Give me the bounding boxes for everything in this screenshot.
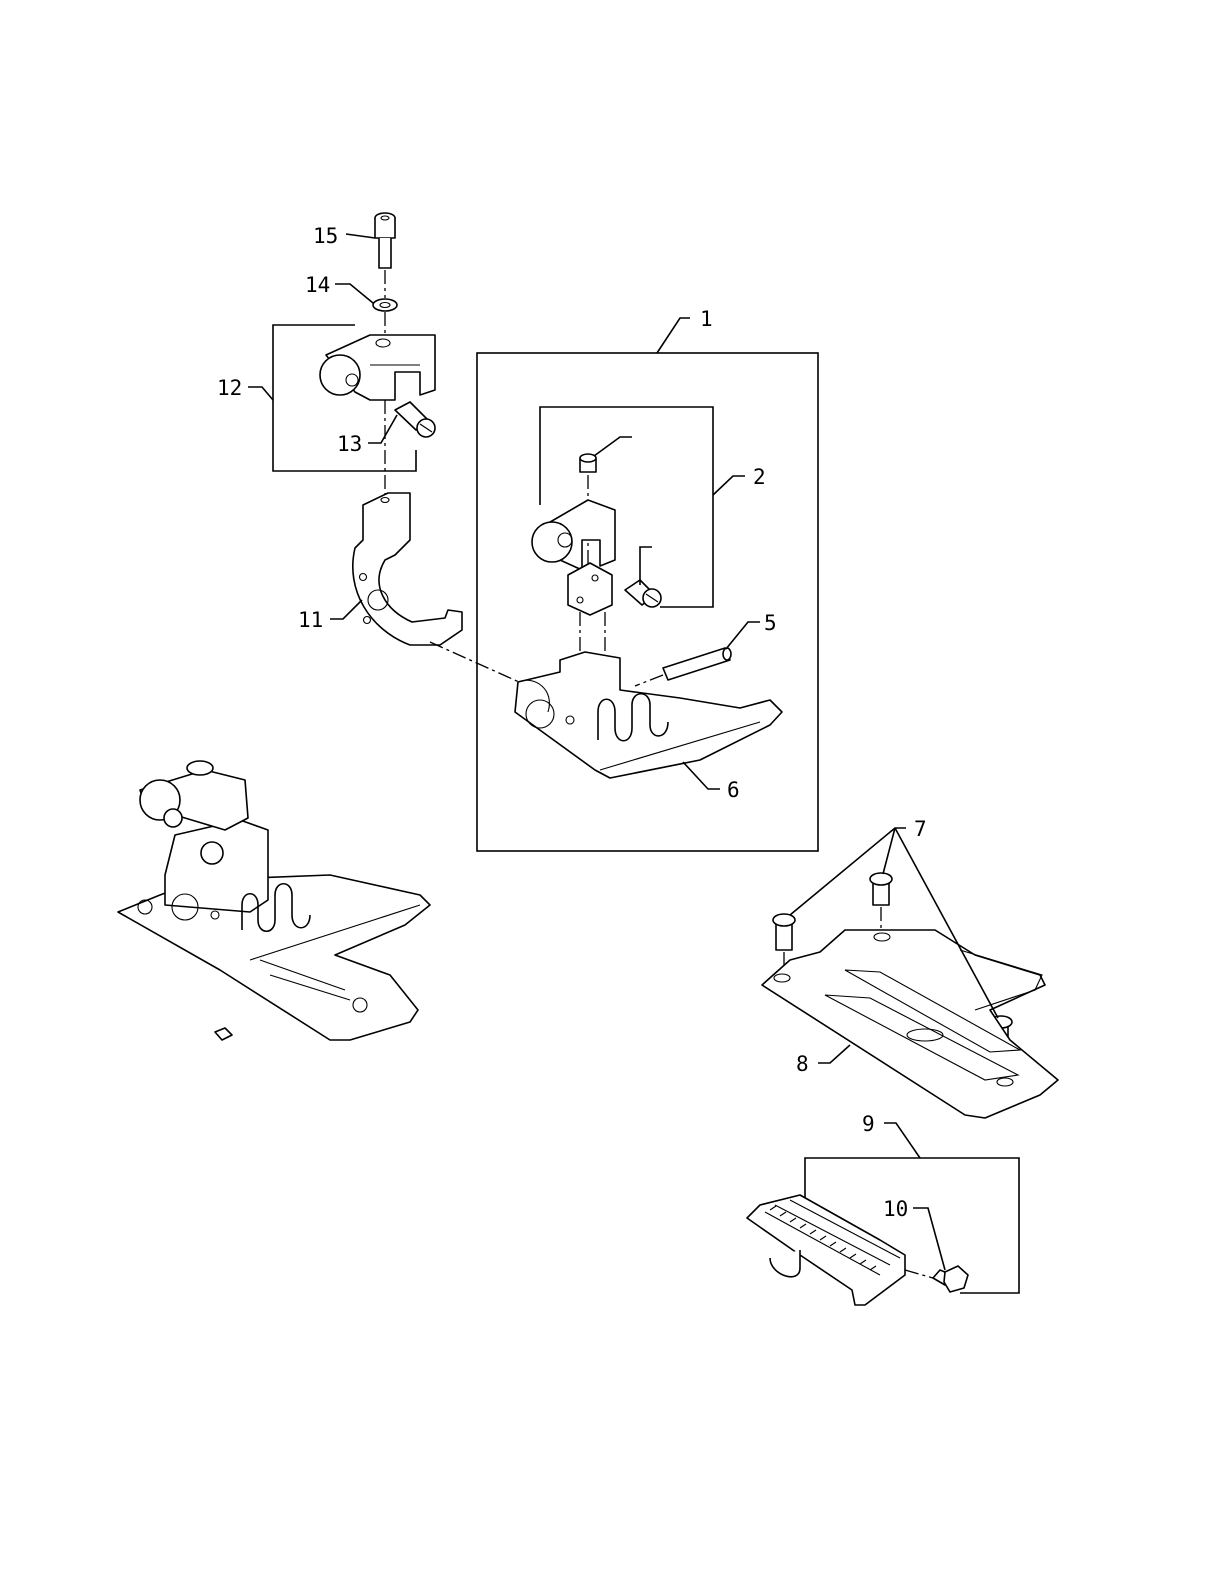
assembled-presser-foot xyxy=(118,761,430,1040)
part-11-presser-bar xyxy=(353,493,462,645)
part-6-presser-foot xyxy=(515,652,782,778)
callout-9: 9 xyxy=(862,1112,875,1136)
callout-7: 7 xyxy=(914,817,927,841)
callout-15: 15 xyxy=(313,224,338,248)
part-15-socket-screw xyxy=(375,213,395,268)
callout-10: 10 xyxy=(883,1197,908,1221)
part-14-washer xyxy=(373,299,397,311)
part-5-pin xyxy=(663,648,731,680)
callout-14: 14 xyxy=(305,273,330,297)
callout-13: 13 xyxy=(337,432,362,456)
part-10-screw xyxy=(933,1266,968,1292)
part-13-screw xyxy=(395,402,435,437)
callout-12: 12 xyxy=(217,376,242,400)
part-8-throat-plate xyxy=(762,930,1058,1118)
callout-8: 8 xyxy=(796,1052,809,1076)
part-4-screw xyxy=(625,580,661,607)
callout-11: 11 xyxy=(298,608,323,632)
part-12-clamp xyxy=(320,335,435,400)
part-9-feed-dog xyxy=(747,1195,905,1305)
part-2-clamp xyxy=(532,500,615,615)
callout-1: 1 xyxy=(700,307,713,331)
callout-5: 5 xyxy=(764,611,777,635)
callout-6: 6 xyxy=(727,778,740,802)
callout-2: 2 xyxy=(753,465,766,489)
part-3-set-screw xyxy=(580,454,596,472)
